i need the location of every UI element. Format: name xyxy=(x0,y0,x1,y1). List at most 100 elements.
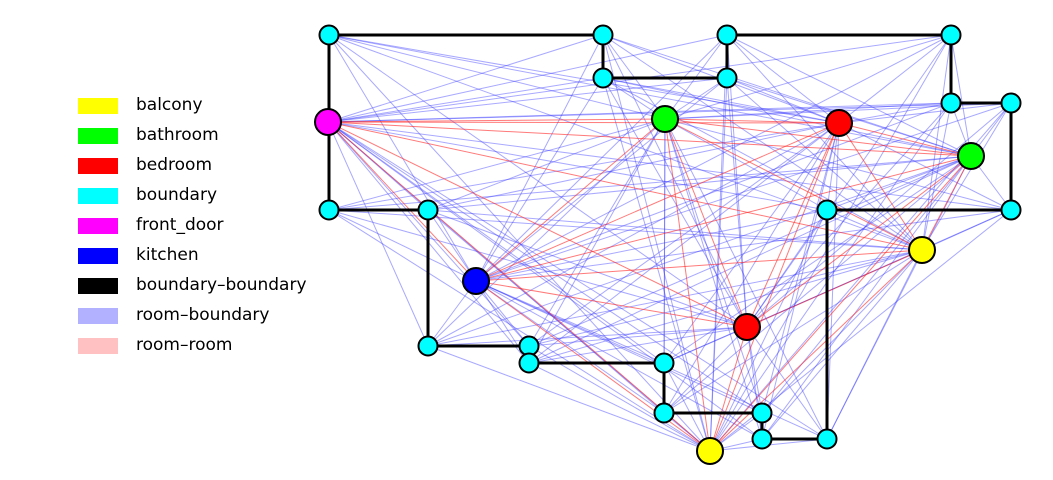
room-boundary-edge xyxy=(826,122,840,211)
room-room-edge xyxy=(921,155,972,251)
room-room-edge xyxy=(327,121,923,251)
room-boundary-edge xyxy=(602,34,923,251)
room-boundary-edge xyxy=(327,34,604,123)
balcony-node xyxy=(908,236,936,264)
room-boundary-edge xyxy=(528,155,972,364)
legend-swatch xyxy=(78,338,118,354)
room-boundary-edge xyxy=(475,209,828,282)
room-room-edge xyxy=(664,118,711,452)
bedroom-node xyxy=(733,313,761,341)
room-boundary-edge xyxy=(475,102,1012,282)
legend-swatch xyxy=(78,218,118,234)
room-boundary-edge xyxy=(327,121,763,414)
room-boundary-edge xyxy=(475,34,952,282)
room-boundary-edge xyxy=(328,34,840,124)
boundary-node xyxy=(518,352,540,374)
room-boundary-edge xyxy=(746,102,952,328)
room-boundary-edge xyxy=(327,102,952,123)
room-boundary-edge xyxy=(921,34,952,251)
room-boundary-edge xyxy=(475,34,728,282)
room-boundary-edge xyxy=(427,345,711,452)
room-boundary-edge xyxy=(528,122,840,347)
room-room-edge xyxy=(327,118,666,123)
room-boundary-edge xyxy=(663,326,748,414)
boundary-node xyxy=(653,352,675,374)
room-boundary-edge xyxy=(663,118,666,364)
room-boundary-edge xyxy=(475,280,665,364)
room-boundary-edge xyxy=(709,34,952,452)
boundary-node xyxy=(816,428,838,450)
legend-swatch xyxy=(78,98,118,114)
room-boundary-edge xyxy=(726,34,972,157)
boundary-node xyxy=(940,92,962,114)
room-boundary-edge xyxy=(709,209,828,452)
room-boundary-edge xyxy=(602,77,923,251)
room-boundary-edge xyxy=(327,121,828,211)
boundary-node xyxy=(318,24,340,46)
legend-swatch xyxy=(78,248,118,264)
room-room-edge xyxy=(664,118,972,157)
room-boundary-edge xyxy=(327,121,1012,211)
room-boundary-edge xyxy=(427,118,666,347)
room-boundary-edge xyxy=(327,121,763,440)
room-boundary-edge xyxy=(427,155,972,347)
room-boundary-edge xyxy=(475,34,604,282)
room-boundary-edge xyxy=(826,155,972,440)
room-room-edge xyxy=(838,122,972,157)
room-boundary-edge xyxy=(726,34,923,251)
room-boundary-edge xyxy=(664,118,1012,211)
room-boundary-edge xyxy=(328,118,666,211)
room-boundary-edge xyxy=(664,118,828,440)
boundary-node xyxy=(751,428,773,450)
room-boundary-edge xyxy=(602,77,972,157)
room-room-edge xyxy=(838,122,923,251)
room-boundary-edge xyxy=(838,102,1012,124)
legend-label: room–room xyxy=(136,335,233,355)
room-boundary-edge xyxy=(528,155,972,347)
room-boundary-edge xyxy=(761,122,840,440)
room-boundary-edge xyxy=(602,77,711,452)
room-boundary-edge xyxy=(826,122,840,440)
legend-label: room–boundary xyxy=(136,305,270,325)
room-boundary-edge xyxy=(328,34,711,452)
room-room-edge xyxy=(664,118,840,124)
room-boundary-edge xyxy=(726,77,748,328)
room-boundary-edge xyxy=(663,122,840,414)
boundary-node xyxy=(751,402,773,424)
room-boundary-edge xyxy=(663,326,748,364)
bathroom-node xyxy=(651,105,679,133)
room-boundary-edge xyxy=(663,155,972,364)
legend-swatch xyxy=(78,278,118,294)
room-room-edge xyxy=(475,280,748,328)
room-room-edge xyxy=(475,155,972,282)
room-room-edge xyxy=(709,155,972,452)
room-boundary-edge xyxy=(726,34,840,124)
boundary-node xyxy=(716,24,738,46)
room-boundary-edge xyxy=(726,77,923,251)
room-boundary-edge xyxy=(528,249,923,364)
room-boundary-edge xyxy=(921,102,1012,251)
room-room-edge xyxy=(746,155,972,328)
room-boundary-edge xyxy=(664,118,763,414)
room-boundary-edge xyxy=(664,118,763,440)
boundary-node xyxy=(653,402,675,424)
room-boundary-edge xyxy=(761,122,840,414)
room-boundary-edge xyxy=(663,249,923,414)
kitchen-node xyxy=(462,267,490,295)
room-boundary-edge xyxy=(746,209,828,328)
room-boundary-edge xyxy=(528,326,748,364)
legend-label: boundary xyxy=(136,185,217,205)
room-boundary-edge xyxy=(709,102,952,452)
room-boundary-edge xyxy=(664,118,828,211)
boundary-node xyxy=(816,199,838,221)
room-boundary-edge xyxy=(761,249,923,414)
front-door-node xyxy=(314,108,342,136)
room-room-edges xyxy=(327,118,972,452)
legend-label: bathroom xyxy=(136,125,219,145)
legend-label: boundary–boundary xyxy=(136,275,307,295)
room-boundary-edge xyxy=(328,209,711,452)
boundary-node xyxy=(318,199,340,221)
room-boundary-edge xyxy=(328,34,972,157)
room-boundary-edge xyxy=(427,118,666,211)
